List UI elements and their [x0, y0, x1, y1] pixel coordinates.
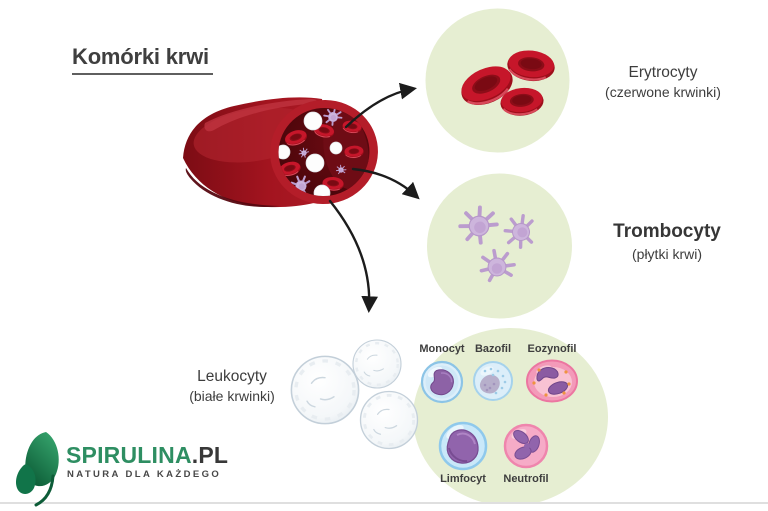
monocyte-cell-icon	[420, 360, 464, 404]
erythrocytes-label: Erytrocyty (czerwone krwinki)	[576, 62, 750, 103]
arrow-to-leukocytes-icon	[328, 199, 379, 314]
logo-tagline: NATURA DLA KAŻDEGO	[67, 469, 222, 480]
monocyte-label: Monocyt	[419, 343, 465, 355]
thrombocytes-subname: (płytki krwi)	[632, 246, 702, 263]
lymphocyte-cell-icon	[438, 421, 488, 471]
basophil-label: Bazofil	[474, 343, 512, 355]
bottom-divider	[0, 502, 768, 504]
erythrocytes-name: Erytrocyty	[628, 64, 698, 81]
logo-tld-text: .PL	[191, 442, 229, 468]
arrow-to-erythrocytes-icon	[344, 82, 417, 129]
neutrophil-label: Neutrofil	[503, 473, 549, 485]
spirulina-logo: SPIRULINA.PL NATURA DLA KAŻDEGO	[15, 430, 266, 510]
eosinophil-cell-icon	[526, 359, 578, 403]
leukocytes-label: Leukocyty (białe krwinki)	[152, 366, 312, 407]
thrombocytes-name: Trombocyty	[613, 221, 721, 242]
page-title: Komórki krwi	[72, 44, 213, 75]
lymphocyte-label: Limfocyt	[440, 473, 486, 485]
leaf-icon	[15, 432, 59, 507]
thrombocytes-label: Trombocyty (płytki krwi)	[585, 219, 749, 265]
erythrocytes-subname: (czerwone krwinki)	[605, 84, 721, 101]
basophil-cell-icon	[473, 361, 513, 401]
neutrophil-cell-icon	[503, 423, 549, 469]
logo-brand-text: SPIRULINA	[66, 442, 192, 468]
eosinophil-label: Eozynofil	[527, 343, 577, 355]
leukocytes-name: Leukocyty	[197, 368, 267, 385]
arrow-to-thrombocytes-icon	[351, 167, 420, 200]
thrombocytes-circle	[427, 173, 572, 319]
bottom-cover	[0, 504, 768, 511]
leukocytes-subname: (białe krwinki)	[189, 388, 275, 405]
blood-vessel-illustration	[183, 97, 378, 208]
logo-wordmark: SPIRULINA.PL	[66, 442, 228, 469]
